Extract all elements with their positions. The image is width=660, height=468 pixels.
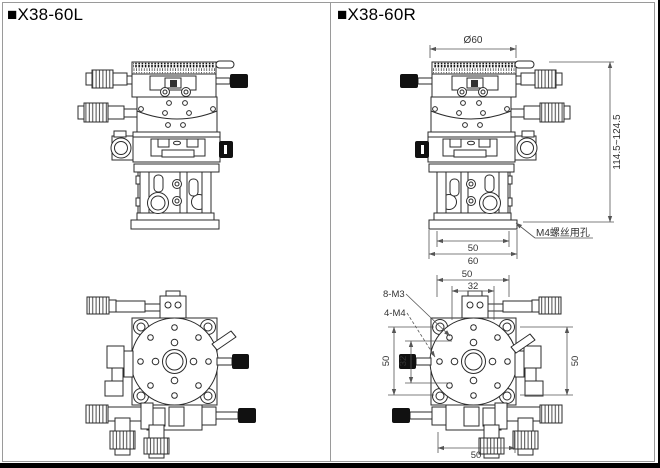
dim-platform-diameter: Ø60 <box>464 35 483 46</box>
top-view-left <box>85 290 257 459</box>
front-view-left <box>77 61 249 230</box>
dim-screw-hole-note: M4螺丝用孔 <box>536 227 590 239</box>
left-panel-title: ■X38-60L <box>7 5 84 24</box>
callout-inner-holes: 4-M4 <box>384 308 406 319</box>
page-border-frame <box>2 2 655 462</box>
dim-left-spacing: 32 <box>398 356 409 367</box>
bottom-border-bar <box>0 463 660 468</box>
lever-handle <box>211 330 237 351</box>
dim-top-spacing: 32 <box>468 281 479 292</box>
scale-pin <box>514 60 535 69</box>
dim-left-height: 50 <box>381 356 392 367</box>
top-view-right <box>391 290 563 459</box>
dimension-labels: Ø60 114.5~124.5 50 60 M4螺丝用孔 50 32 50 32… <box>381 35 623 461</box>
scale-pin <box>215 60 235 69</box>
right-panel-title: ■X38-60R <box>337 5 416 24</box>
lever-handle <box>510 333 536 354</box>
panel-divider <box>330 2 331 462</box>
dim-bottom-width: 50 <box>471 450 482 461</box>
front-view-right <box>399 61 571 230</box>
right-border-bar <box>658 0 660 468</box>
dim-top-width: 50 <box>462 269 473 280</box>
dim-base-outer-width: 60 <box>468 256 479 267</box>
callout-outer-holes: 8-M3 <box>383 289 405 300</box>
dim-base-inner-width: 50 <box>468 243 479 254</box>
dimension-annotations <box>388 45 614 453</box>
dim-right-height: 50 <box>570 356 581 367</box>
asymmetric-details <box>211 60 536 354</box>
dim-height-range: 114.5~124.5 <box>612 114 623 170</box>
